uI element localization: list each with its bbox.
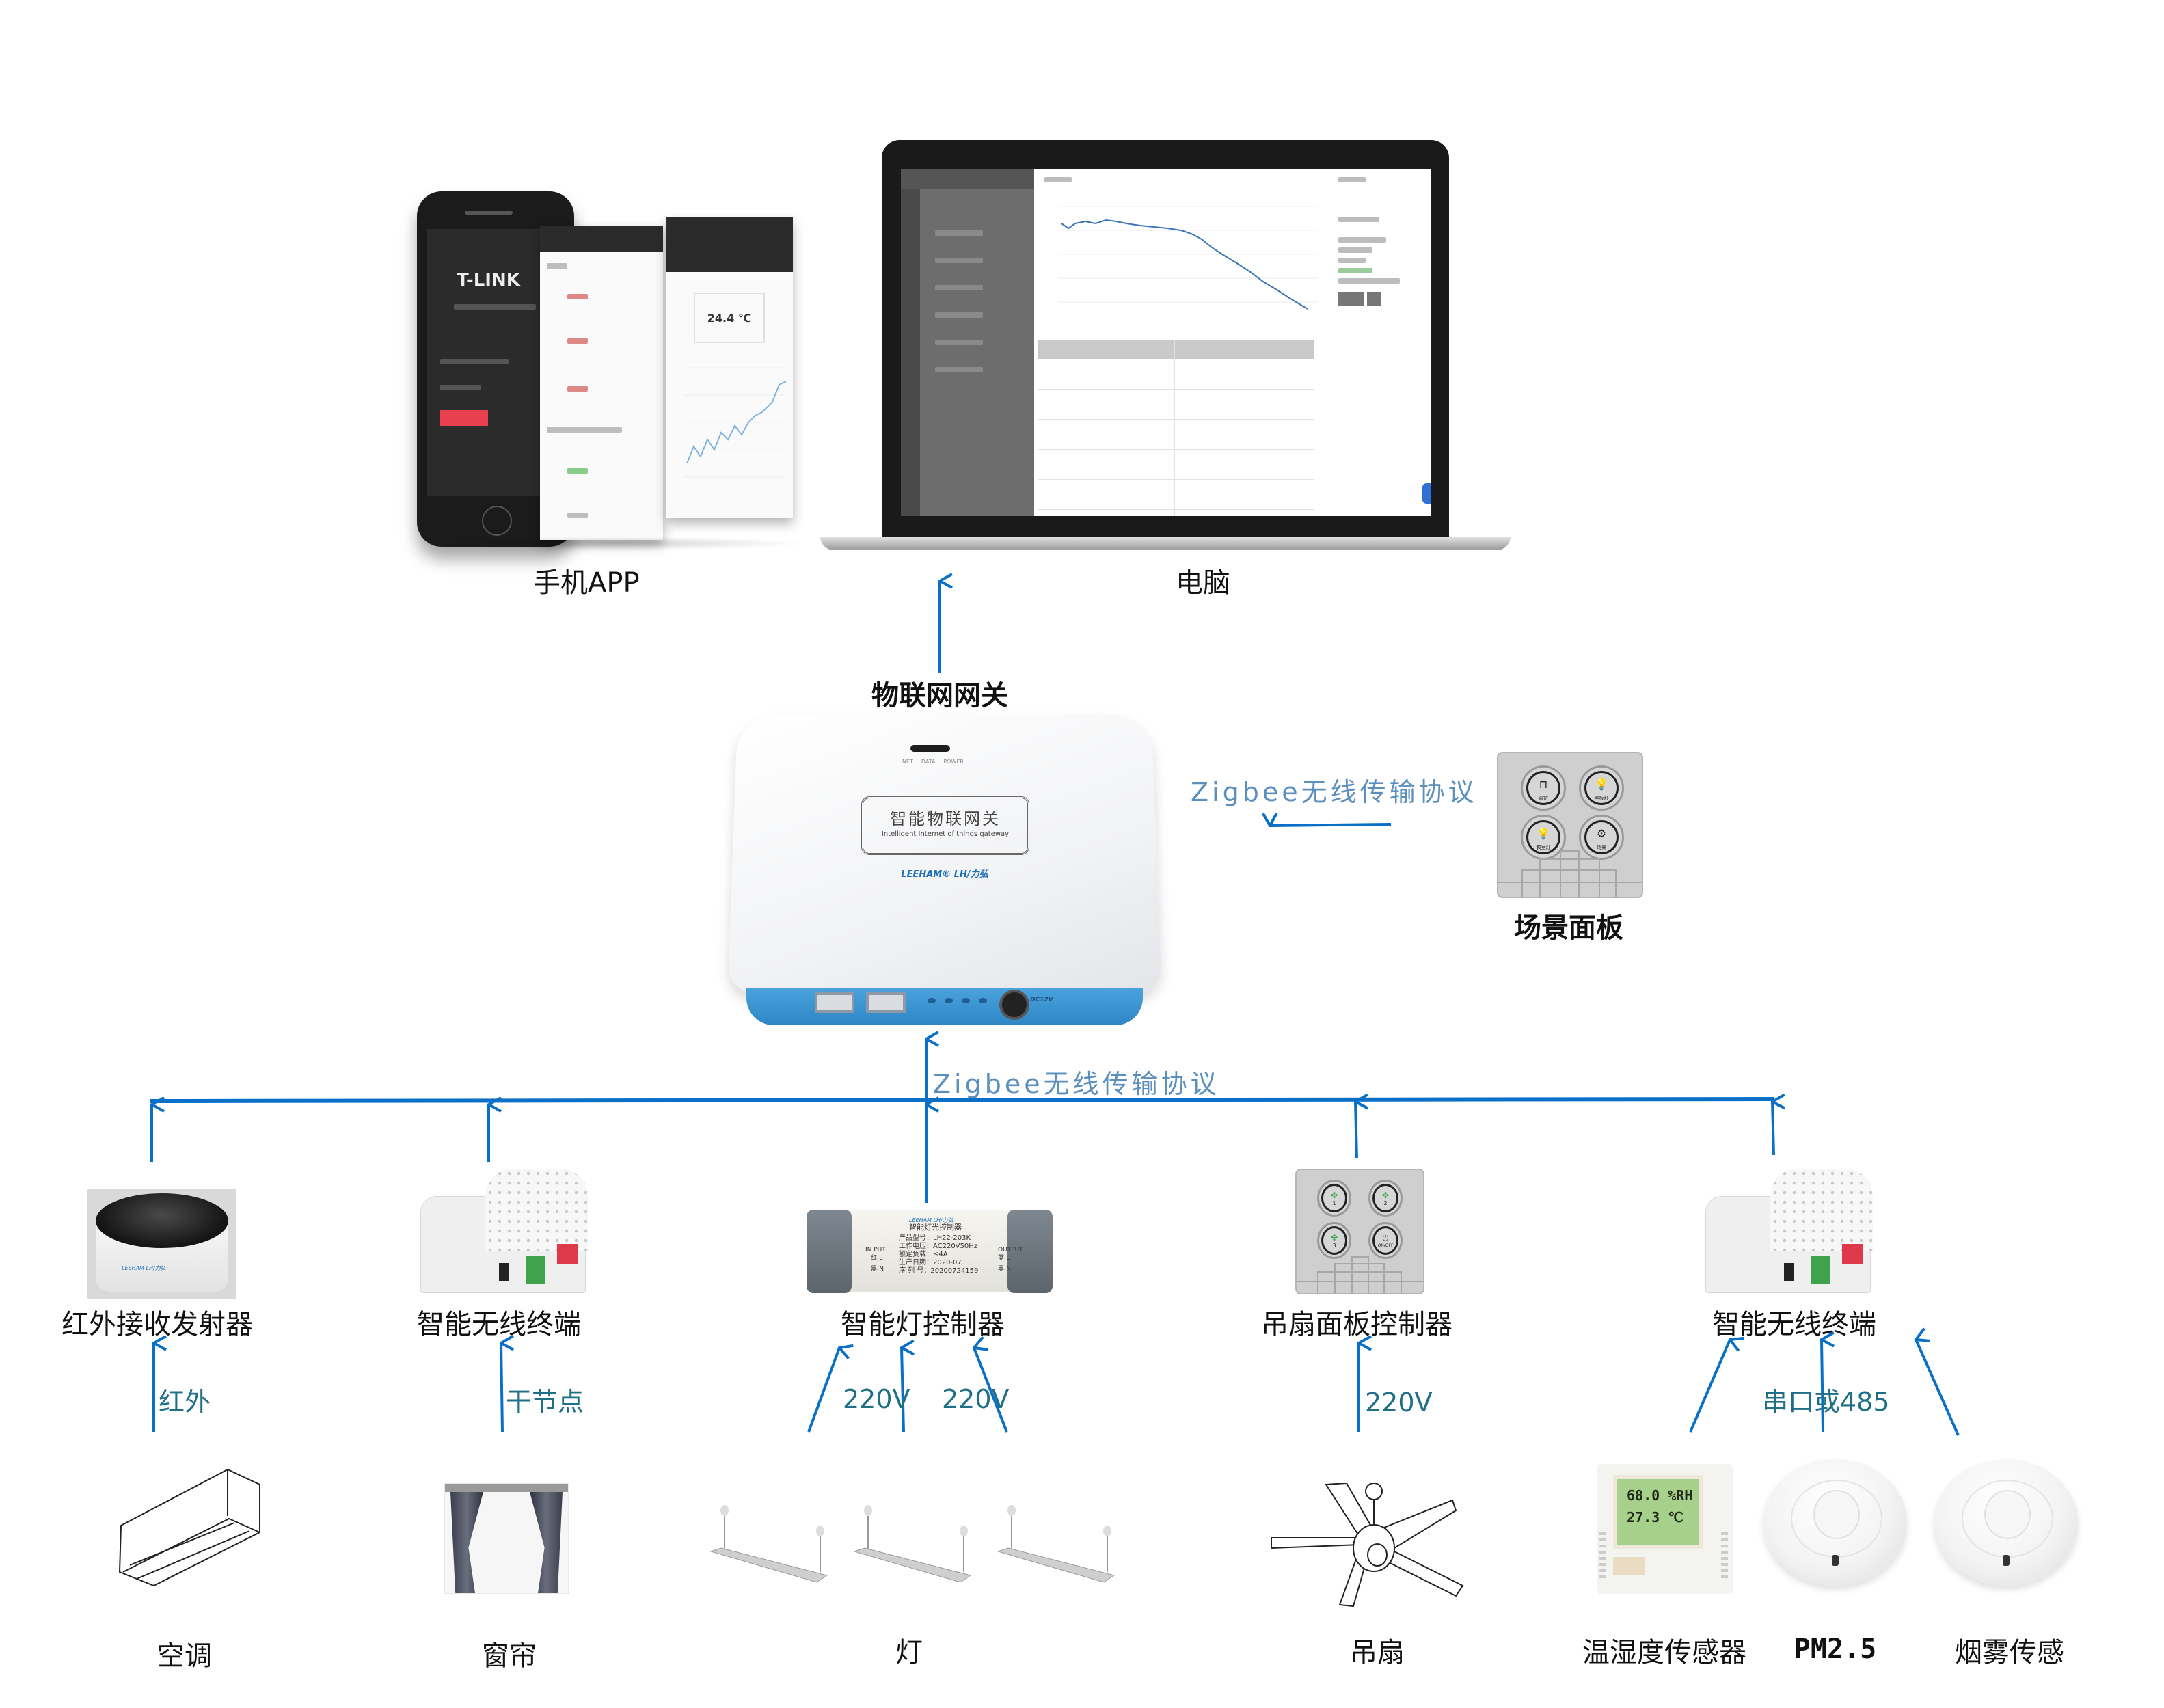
computer-label: 电脑: [1176, 567, 1230, 599]
fan-speed-button-3: ✤3: [1317, 1222, 1351, 1259]
power-icon: ⏻: [1382, 1233, 1389, 1243]
scene-panel: ⊓窗帘 💡黑板灯 💡教室灯 ⚙场景: [1497, 752, 1643, 898]
light-label: 灯: [895, 1637, 923, 1668]
fan-connection-label: 220V: [1365, 1387, 1433, 1418]
thermo-hygrometer-icon: 68.0 %RH 27.3 ℃: [1597, 1464, 1733, 1594]
fan-speed-button-1: ✤1: [1317, 1180, 1351, 1217]
indicator-window: [910, 745, 950, 752]
curtain-arrow: [501, 1343, 502, 1433]
terminal-2-connection-label: 串口或485: [1762, 1387, 1890, 1417]
ceiling-fan-label: 吊扇: [1350, 1637, 1405, 1668]
air-conditioner-label: 空调: [157, 1640, 212, 1672]
iot-gateway: NET DATA POWER 智能物联网关 Intelligent Intern…: [726, 711, 1163, 1032]
branch-terminal2: [1772, 1102, 1774, 1156]
scene-arrow: [1270, 824, 1392, 826]
brand-logo: LEEHAM® LH/力弘: [901, 869, 988, 880]
fan-icon: ✤: [1381, 1190, 1390, 1200]
ir-transceiver: LEEHAM LH/力弘: [87, 1189, 236, 1299]
curtain-icon: ⊓: [1539, 778, 1548, 791]
gateway-nameplate: 智能物联网关 Intelligent Internet of things ga…: [861, 796, 1029, 855]
laptop-screen: [901, 169, 1431, 516]
gateway-port-band: [746, 988, 1143, 1025]
laptop-chart: [1058, 206, 1318, 310]
indicator-labels: NET DATA POWER: [902, 759, 964, 765]
fan-controller-label: 吊扇面板控制器: [1261, 1309, 1452, 1340]
smoke-sensor-label: 烟雾传感: [1955, 1637, 2064, 1668]
mobile-app-label: 手机APP: [533, 567, 640, 599]
fan-icon: ✤: [1330, 1190, 1338, 1200]
smart-wireless-terminal-2: [1695, 1155, 1880, 1293]
phone-temperature: 24.4 ℃: [707, 311, 752, 325]
light-controller-label: 智能灯控制器: [841, 1309, 1005, 1340]
pm25-label: PM2.5: [1794, 1634, 1877, 1665]
terminal-1-label: 智能无线终端: [417, 1309, 581, 1340]
scene-protocol-label: Zigbee无线传输协议: [1191, 777, 1478, 807]
branch-fan: [1355, 1102, 1357, 1159]
scene-button-curtain: ⊓窗帘: [1521, 765, 1566, 811]
smoke-sensor-icon: [1934, 1459, 2078, 1586]
fan-speed-button-2: ✤2: [1368, 1180, 1403, 1217]
terminal-1-connection-label: 干节点: [506, 1387, 584, 1417]
ir-transceiver-label: 红外接收发射器: [62, 1309, 253, 1340]
scene-button-blackboard-light: 💡黑板灯: [1579, 765, 1624, 811]
pm25-sensor-icon: [1763, 1459, 1907, 1586]
laptop-data-table: [1038, 340, 1314, 516]
ceiling-light-icon: [709, 1504, 1115, 1583]
scene-button-scene: ⚙场景: [1579, 815, 1624, 860]
laptop-icon: [820, 140, 1511, 564]
fan-icon: ✤: [1330, 1232, 1338, 1243]
ethernet-port-2: [866, 992, 906, 1013]
light-connection-label-1: 220V: [843, 1384, 910, 1414]
fan-panel-controller: ✤1 ✤2 ✤3 ⏻ON/OFF: [1295, 1169, 1424, 1294]
sensor-arrow-left: [1689, 1340, 1730, 1433]
air-conditioner-icon: [118, 1469, 260, 1587]
smart-light-controller: LEEHAM LH/力弘 智能灯光控制器 产品型号：LH22-203K 工作电压…: [807, 1210, 1053, 1299]
gateway-label: 物联网网关: [871, 680, 1008, 711]
sensor-lcd: 68.0 %RH 27.3 ℃: [1613, 1475, 1703, 1549]
bulb-icon: 💡: [1595, 778, 1608, 791]
ir-connection-label: 红外: [159, 1387, 211, 1417]
sensor-arrow-right: [1916, 1340, 1960, 1436]
panel-decoration: [1297, 1255, 1423, 1293]
login-button: [440, 410, 488, 426]
smart-wireless-terminal-1: [410, 1155, 595, 1293]
ceiling-fan-icon: [1271, 1483, 1464, 1608]
curtain-icon: [444, 1483, 569, 1594]
panel-decoration: [1498, 849, 1642, 897]
light-connection-label-2: 220V: [942, 1384, 1010, 1414]
dc-power-jack: [999, 990, 1029, 1020]
ethernet-port-1: [815, 992, 854, 1013]
curtain-label: 窗帘: [482, 1640, 537, 1672]
bus-protocol-label: Zigbee无线传输协议: [933, 1069, 1220, 1099]
mobile-app-group: T-LINK 24.4 ℃: [410, 191, 820, 560]
app-device-list-screen: [540, 226, 663, 540]
thermo-hygrometer-label: 温湿度传感器: [1582, 1637, 1746, 1668]
scene-panel-label: 场景面板: [1514, 912, 1623, 944]
app-sensor-chart-screen: 24.4 ℃: [666, 217, 793, 518]
terminal-2-label: 智能无线终端: [1712, 1309, 1876, 1340]
gear-icon: ⚙: [1596, 827, 1607, 840]
laptop-action-button: [1338, 292, 1364, 306]
app-chart-line: [684, 367, 787, 478]
bulb-icon: 💡: [1537, 827, 1550, 840]
scene-button-classroom-light: 💡教室灯: [1521, 815, 1566, 860]
light-arrow-left: [807, 1348, 839, 1433]
fan-power-button: ⏻ON/OFF: [1368, 1222, 1403, 1259]
phone-logo: T-LINK: [457, 270, 520, 290]
